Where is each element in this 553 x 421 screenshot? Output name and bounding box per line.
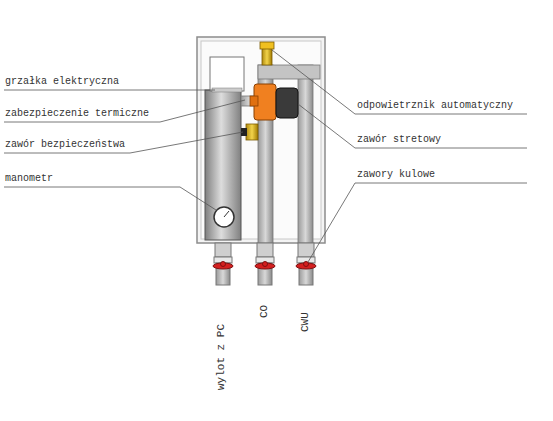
callout-label: zawór bezpieczeństwa — [5, 139, 125, 151]
valve-actuator — [276, 88, 298, 118]
heater-tank — [205, 90, 241, 240]
leader-lines — [4, 50, 527, 262]
top-manifold — [258, 65, 320, 79]
port-label: CO — [258, 305, 270, 318]
tank-connector — [241, 96, 258, 106]
port-label: wylot z PC — [215, 324, 227, 390]
port-label: CWU — [299, 312, 311, 332]
air-vent — [262, 48, 272, 65]
callout-label: manometr — [5, 173, 53, 185]
housing — [197, 37, 325, 243]
manometer-needle — [224, 211, 229, 217]
ball-valves — [213, 243, 316, 285]
air-vent-cap — [260, 42, 274, 49]
electric-heater — [210, 57, 244, 91]
callout-label: odpowietrznik automatyczny — [357, 100, 513, 112]
callout-label: zawory kulowe — [357, 169, 435, 181]
safety-valve — [246, 124, 258, 140]
callout-label: zabezpieczenie termiczne — [5, 108, 149, 120]
valve-port — [250, 96, 258, 106]
manometer — [214, 207, 234, 227]
callout-label: zawór stretowy — [357, 134, 441, 146]
heater-flange — [212, 88, 242, 92]
callout-label: grzałka elektryczna — [5, 76, 119, 88]
cwu-pipe — [298, 65, 313, 243]
